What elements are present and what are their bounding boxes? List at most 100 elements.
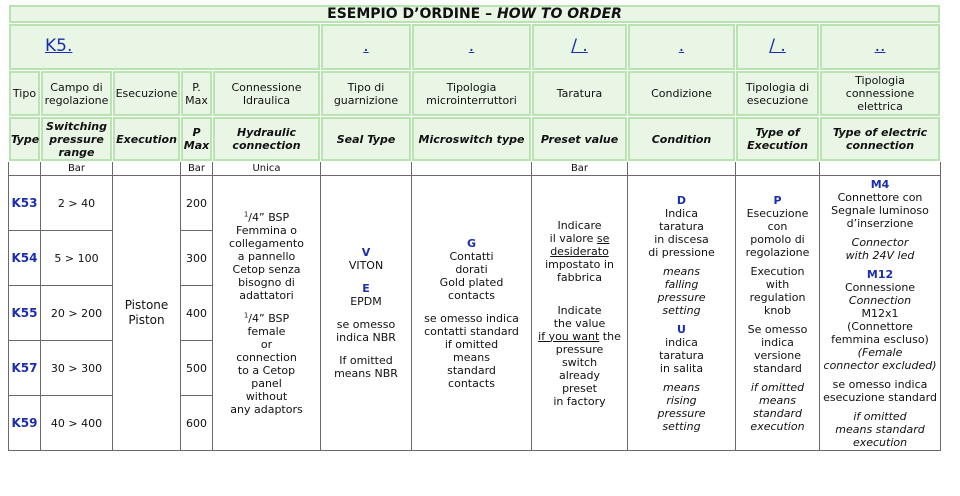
electric-omit-en: if omitted: [853, 409, 907, 423]
condition-u-code: U: [677, 322, 686, 336]
code-condition: .: [627, 23, 736, 71]
code-k5-text: K5.: [45, 36, 73, 56]
header-en-exec-type: Type of Execution: [735, 116, 820, 162]
preset-en-line: preset: [562, 381, 597, 395]
frac-num: 1: [243, 310, 249, 319]
seal-v-name: VITON: [348, 259, 384, 272]
preset-en-line: switch: [561, 355, 598, 369]
condition-u-en: pressure: [657, 406, 706, 420]
exec-omit-en: means: [759, 393, 796, 407]
spacer: [534, 294, 625, 304]
header-en-preset: Preset value: [531, 116, 628, 162]
preset-en-line: if you want the: [534, 330, 625, 343]
unit-range: Bar: [40, 161, 113, 176]
electric-m4-en: Connector: [851, 235, 909, 249]
table-row: K59 40 > 400 600: [8, 395, 941, 451]
execution-it: Pistone: [124, 298, 169, 312]
spacer: [323, 344, 409, 354]
execution-en: Piston: [128, 313, 165, 327]
exec-p-en: with: [765, 277, 790, 291]
preset-it-line: fabbrica: [557, 270, 602, 284]
header-en-microswitch: Microswitch type: [411, 116, 532, 162]
code-preset-text: / .: [571, 36, 588, 56]
header-it-type: Tipo: [8, 70, 41, 117]
hydraulic-it-line: a pannello: [237, 249, 296, 263]
spacer: [323, 272, 409, 282]
header-it-range: Campo di regolazione: [40, 70, 113, 117]
code-preset: / .: [531, 23, 628, 71]
header-en-condition: Condition: [627, 116, 736, 162]
microswitch-omit-en: if omitted: [444, 337, 499, 351]
exec-p-en: regulation: [749, 290, 806, 304]
hydraulic-cell: 1/4” BSP Femmina o collegamento a pannel…: [212, 175, 321, 451]
condition-cell: D Indica taratura in discesa di pression…: [627, 175, 736, 451]
hydraulic-en-line: female: [247, 324, 286, 338]
condition-d-en: setting: [662, 303, 701, 317]
hydraulic-it-line: adattatori: [239, 288, 294, 302]
pmax-cell: 300: [180, 230, 213, 286]
frac-rest: /4” BSP: [248, 311, 290, 325]
preset-en-line: Indicate: [557, 303, 602, 317]
code-exec-type-text: / .: [769, 36, 786, 56]
header-it-preset: Taratura: [531, 70, 628, 117]
header-en-range: Switching pressure range: [40, 116, 113, 162]
model-code: K54: [11, 250, 38, 265]
preset-en-part: the: [599, 329, 621, 343]
range-cell: 5 > 100: [40, 230, 113, 286]
pmax-cell: 500: [180, 340, 213, 396]
condition-u-it: indica: [665, 335, 698, 349]
condition-u-it: taratura: [659, 348, 704, 362]
hydraulic-en-line: panel: [251, 376, 282, 390]
microswitch-it-line: dorati: [455, 262, 488, 276]
seal-e-name: EPDM: [350, 295, 382, 308]
header-it-pmax: P. Max: [180, 70, 213, 117]
condition-d-en: means: [663, 264, 700, 278]
preset-en-line: pressure: [555, 342, 604, 356]
exec-p-en: Execution: [750, 264, 805, 278]
code-electric: ..: [818, 23, 942, 71]
code-electric-text: ..: [874, 36, 886, 56]
electric-m4-en: with 24V led: [845, 248, 915, 262]
electric-omit-en: execution: [852, 435, 908, 449]
spacer: [215, 302, 318, 312]
order-table: ESEMPIO D’ORDINE – HOW TO ORDER K5. . . …: [7, 4, 942, 451]
pmax-cell: 600: [180, 395, 213, 451]
header-it-execution: Esecuzione: [112, 70, 181, 117]
seal-cell: V VITON E EPDM se omesso indica NBR If o…: [320, 175, 412, 451]
electric-m4-it: d’inserzione: [846, 216, 914, 230]
header-it-condition: Condizione: [627, 70, 736, 117]
header-it-hydraulic: Connessione Idraulica: [212, 70, 321, 117]
condition-d-code: D: [676, 193, 687, 207]
hydraulic-en-line: or: [260, 337, 273, 351]
electric-m4-code: M4: [870, 177, 890, 191]
execution-cell: Pistone Piston: [112, 175, 181, 451]
microswitch-en-line: Gold plated: [439, 275, 504, 289]
model-cell: K53: [8, 175, 41, 231]
hydraulic-en-line: without: [245, 389, 288, 403]
electric-omit-it: se omesso indica: [832, 377, 928, 391]
model-code: K57: [11, 360, 38, 375]
code-microswitch-text: .: [468, 36, 475, 56]
microswitch-omit-en: means: [453, 350, 490, 364]
table-row: K53 2 > 40 Pistone Piston 200 1/4” BSP F…: [8, 175, 942, 451]
seal-en-line: means NBR: [334, 367, 398, 380]
exec-omit-it: indica: [761, 335, 794, 349]
exec-omit-en: standard: [753, 406, 802, 420]
header-en-execution: Execution: [112, 116, 181, 162]
seal-e-code: E: [362, 282, 370, 295]
header-en-type: Type: [8, 116, 41, 162]
condition-u-it: in salita: [659, 361, 704, 375]
model-code: K55: [11, 305, 38, 320]
model-code: K59: [11, 415, 38, 430]
range-cell: 40 > 400: [40, 395, 113, 451]
exec-omit-en: if omitted: [750, 380, 805, 394]
electric-m12-it: (Connettore: [847, 319, 913, 333]
electric-m12-en: Connection: [848, 293, 912, 307]
preset-cell: Indicare il valore se desiderato imposta…: [531, 175, 628, 451]
hydraulic-it-line: Femmina o: [236, 223, 297, 237]
microswitch-omit-it: se omesso indica: [424, 311, 519, 325]
unit-empty: [627, 161, 736, 176]
condition-d-it: di pressione: [648, 245, 715, 259]
header-en-pmax: P Max: [180, 116, 213, 162]
preset-it-line: impostato in: [545, 257, 614, 271]
